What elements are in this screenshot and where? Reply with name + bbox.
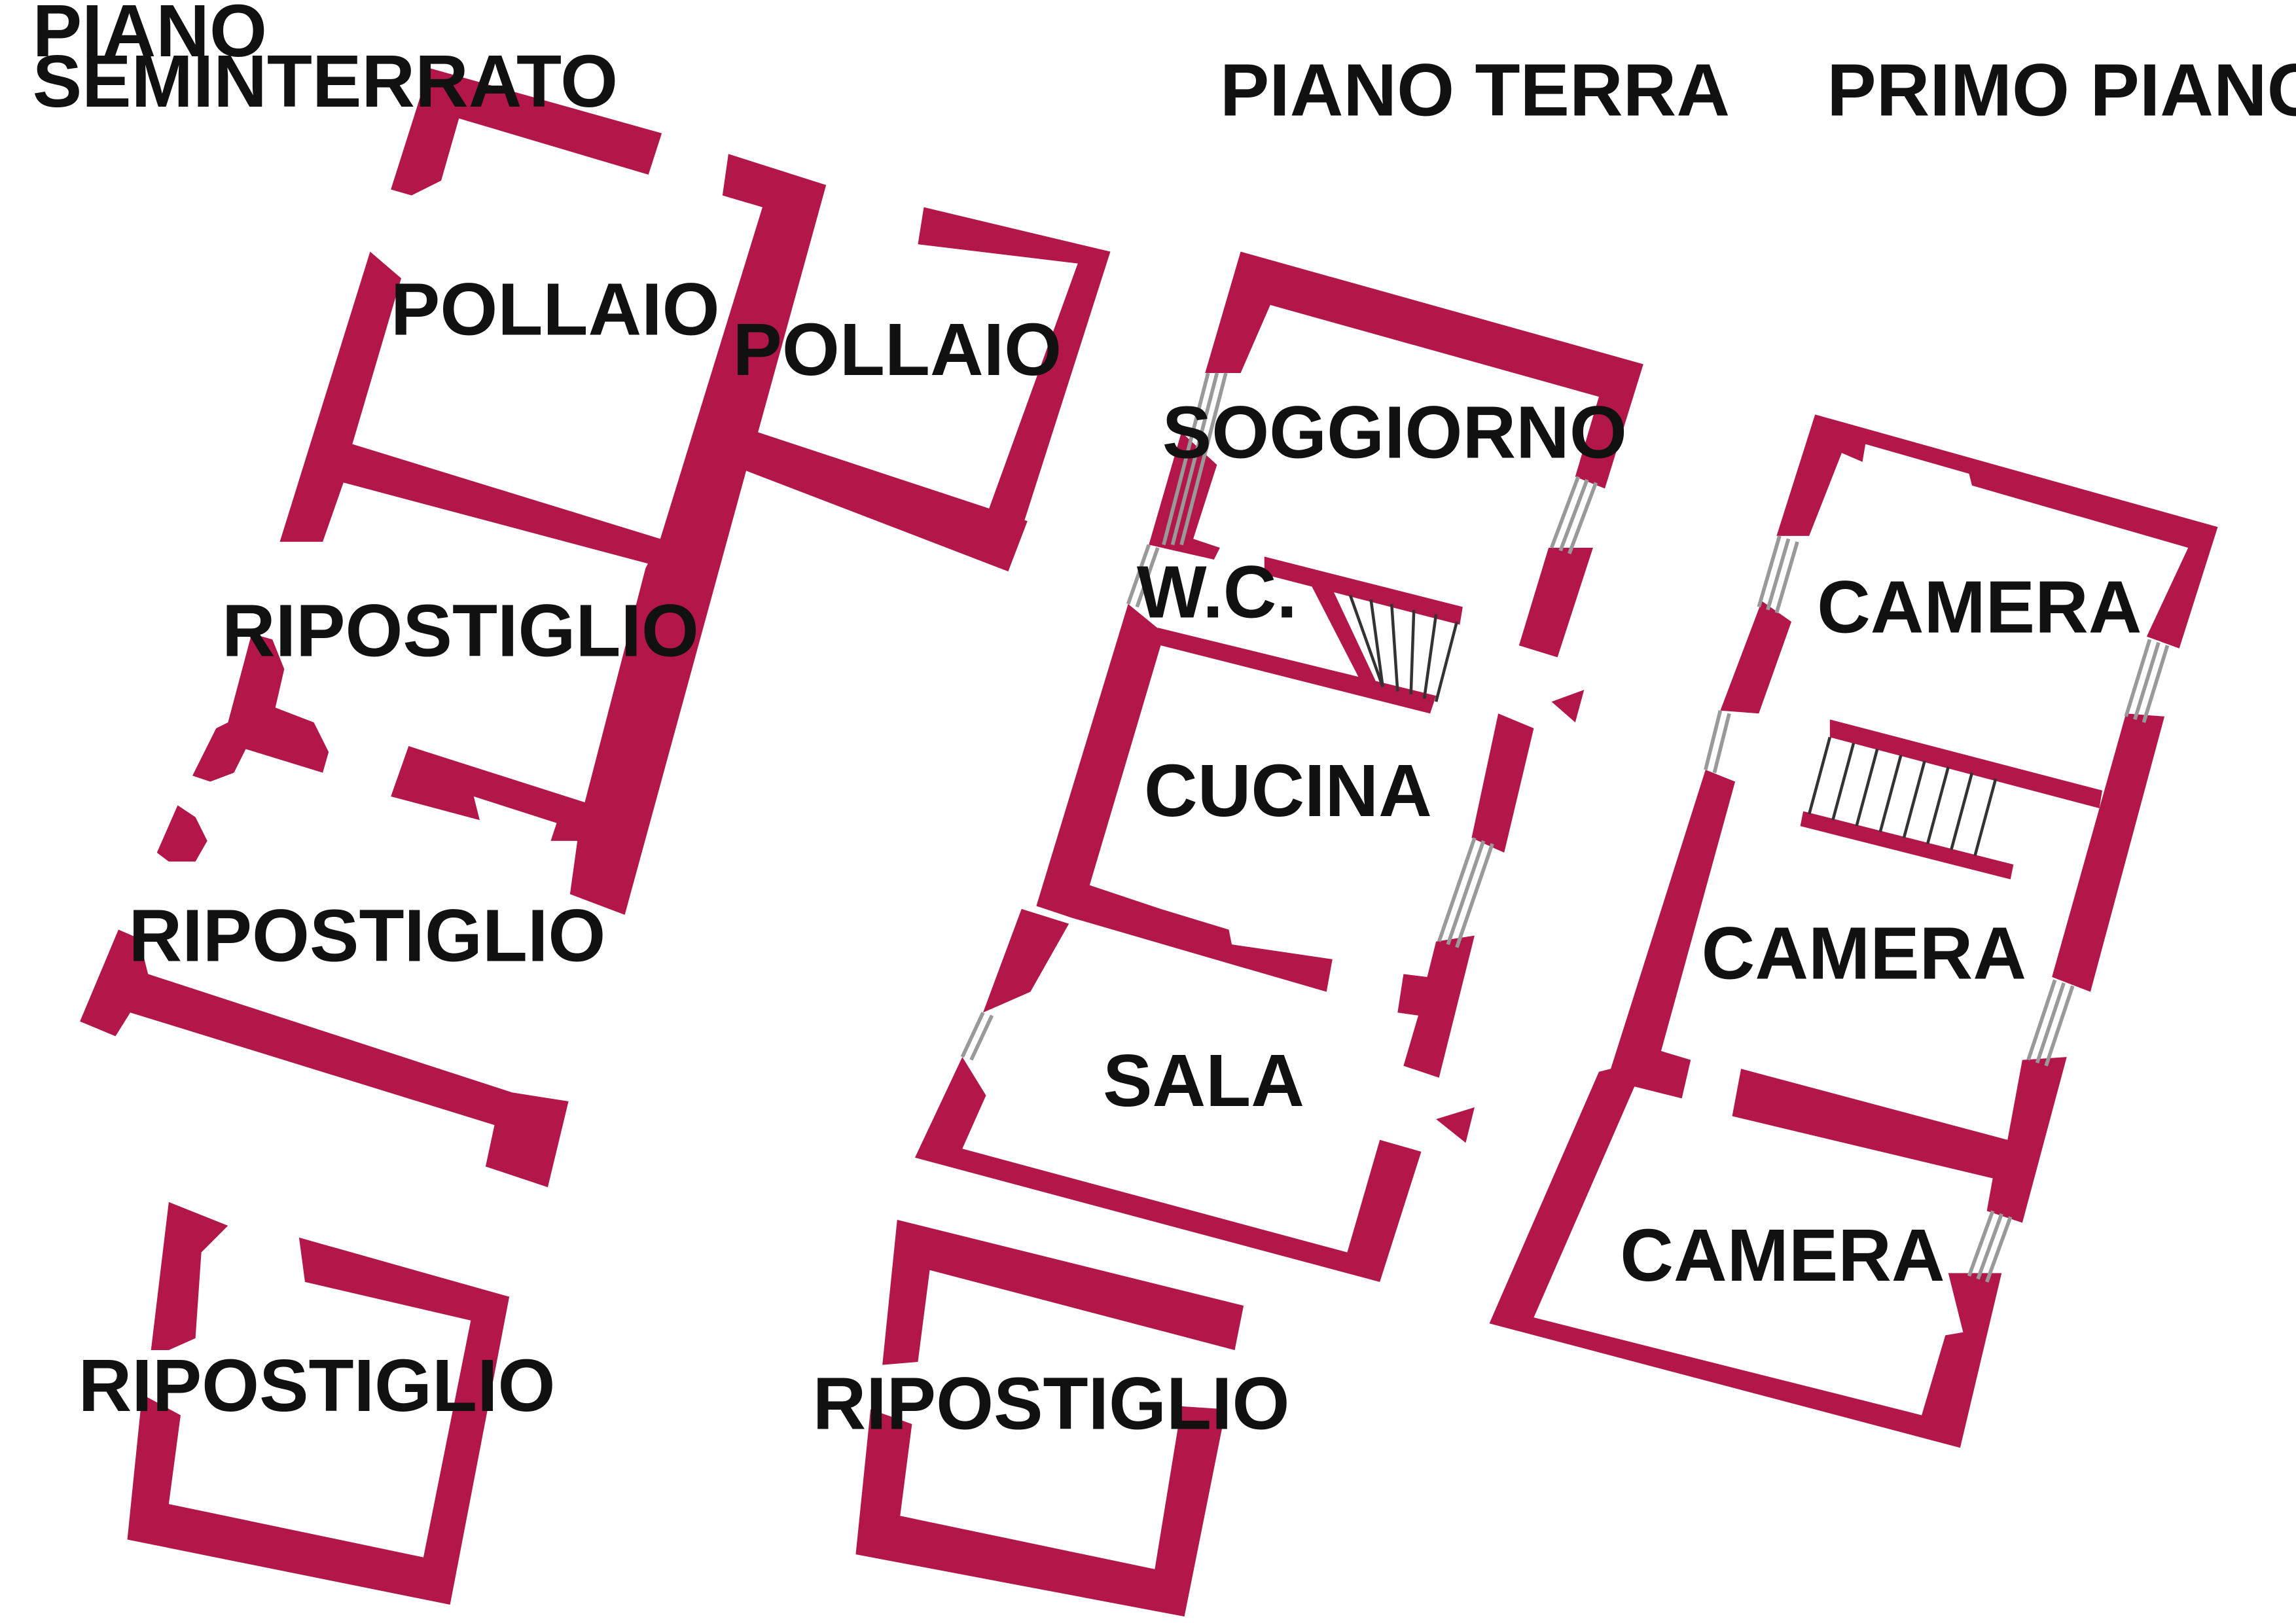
room-label-sala: SALA <box>1103 1039 1304 1122</box>
wall <box>156 805 207 862</box>
wall <box>1720 601 1792 714</box>
wall <box>855 1406 1226 1617</box>
wall <box>1732 1057 2067 1223</box>
room-label-ripostiglio-3: RIPOSTIGLIO <box>79 1344 556 1427</box>
wall <box>391 68 662 196</box>
room-label-pollaio-1: POLLAIO <box>391 268 720 351</box>
wall <box>882 1219 1244 1365</box>
stairs-primo <box>1807 736 1998 857</box>
floor-title-primo: PRIMO PIANO <box>1827 48 2296 131</box>
wall <box>1551 690 1585 722</box>
wall <box>1312 586 1380 690</box>
room-label-ripostiglio-4: RIPOSTIGLIO <box>813 1362 1290 1444</box>
room-label-camera-3: CAMERA <box>1620 1214 1945 1296</box>
wall <box>1800 811 2014 880</box>
wall <box>391 154 1028 915</box>
wall <box>1436 1107 1475 1143</box>
room-label-cucina: CUCINA <box>1144 749 1432 832</box>
room-labels: POLLAIO POLLAIO RIPOSTIGLIO RIPOSTIGLIO … <box>79 268 2142 1445</box>
wall <box>914 1057 1422 1282</box>
wall <box>1397 935 1475 1078</box>
wall <box>1518 547 1593 658</box>
floor-title-seminterrato: PIANO <box>33 0 267 72</box>
room-label-ripostiglio-1: RIPOSTIGLIO <box>222 590 699 672</box>
floor-primo <box>1489 414 2218 1448</box>
room-label-soggiorno: SOGGIORNO <box>1162 391 1627 473</box>
wall <box>1471 713 1534 853</box>
room-label-ripostiglio-2: RIPOSTIGLIO <box>129 895 606 977</box>
floor-terra <box>855 251 1643 1617</box>
stairs-terra <box>1348 594 1458 702</box>
wall <box>1157 628 1437 714</box>
wall <box>1489 770 2002 1448</box>
floor-title-terra: PIANO TERRA <box>1220 48 1730 131</box>
wall <box>80 929 569 1188</box>
wall <box>151 1202 228 1350</box>
room-label-camera-2: CAMERA <box>1702 912 2026 995</box>
wall <box>1829 719 2103 809</box>
wall <box>2052 713 2165 992</box>
floor-seminterrato <box>80 68 1111 1605</box>
wall <box>982 908 1069 1013</box>
wall <box>192 633 329 782</box>
floor-title-seminterrato-line2: SEMINTERRATO <box>33 40 618 122</box>
room-label-pollaio-2: POLLAIO <box>732 308 1062 391</box>
wall <box>1036 603 1333 992</box>
wall <box>1264 556 1463 625</box>
wall <box>1205 251 1643 489</box>
wall <box>1776 414 2218 649</box>
wall <box>279 251 666 569</box>
room-label-camera-1: CAMERA <box>1817 565 2142 648</box>
room-label-wc: W.C. <box>1137 551 1297 633</box>
windows <box>960 372 2170 1283</box>
wall <box>918 207 1111 572</box>
